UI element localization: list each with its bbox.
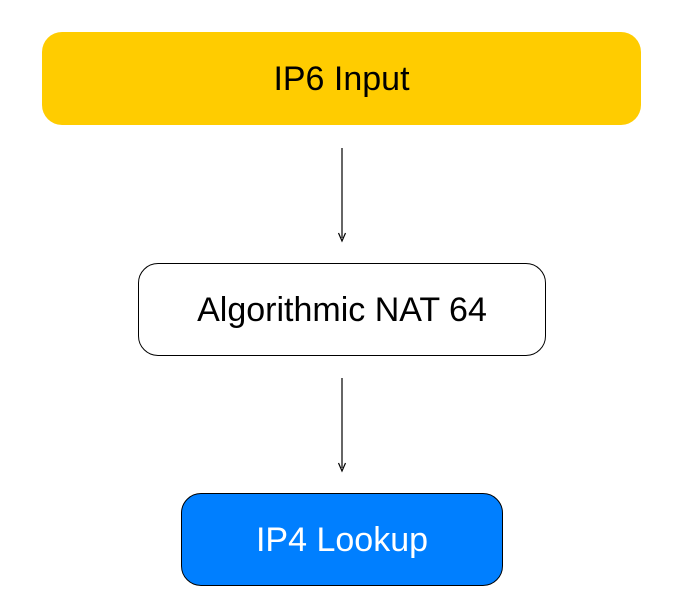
arrowhead-icon: [337, 462, 347, 473]
node-algorithmic-nat64: Algorithmic NAT 64: [138, 263, 546, 356]
edge-ip6-to-nat64: [337, 148, 347, 243]
node-label: IP4 Lookup: [255, 520, 429, 559]
node-label: IP6 Input: [273, 59, 410, 98]
node-ip6-input: IP6 Input: [42, 32, 641, 125]
arrowhead-icon: [337, 232, 347, 243]
edge-nat64-to-ip4: [337, 378, 347, 473]
node-ip4-lookup: IP4 Lookup: [181, 493, 503, 586]
node-label: Algorithmic NAT 64: [197, 290, 487, 329]
